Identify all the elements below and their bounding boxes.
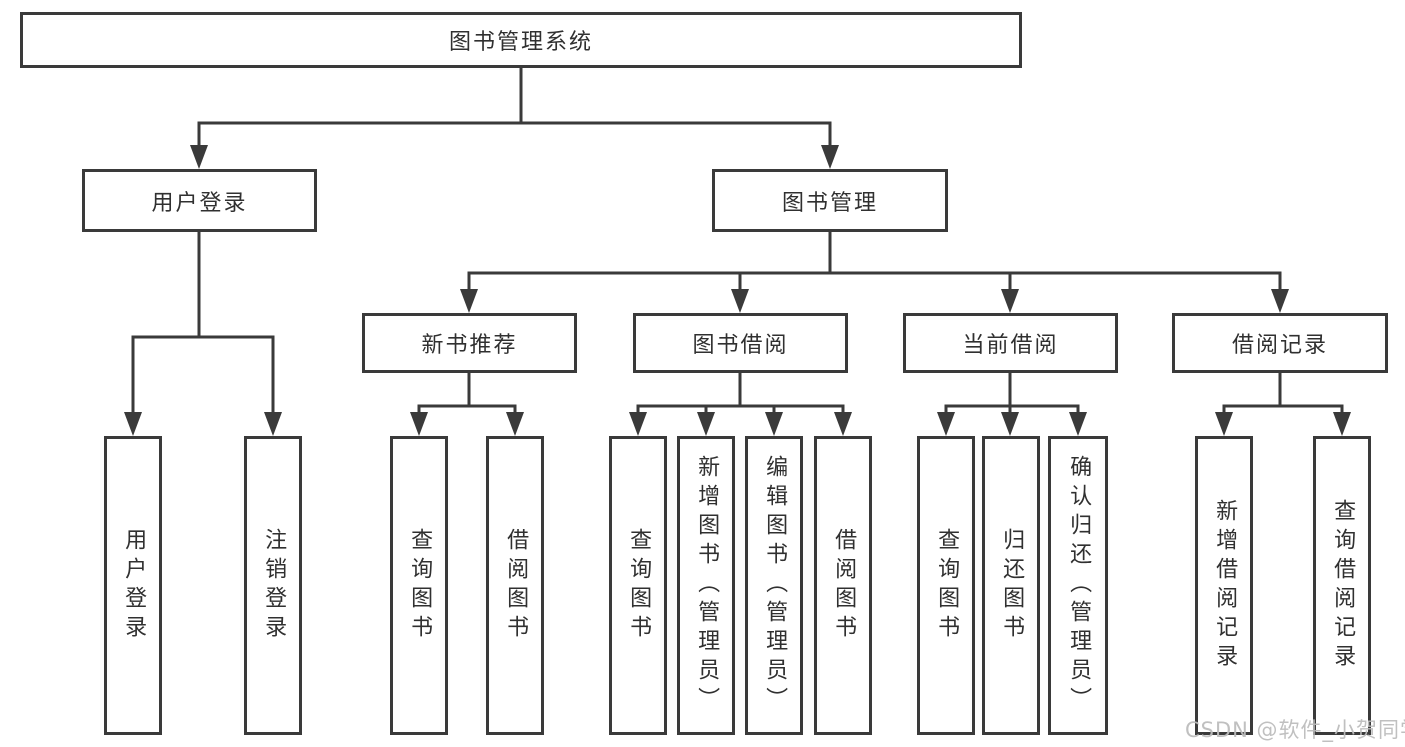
leaf-return-books-label: 归还图书 [999,527,1025,644]
node-borrow-records: 借阅记录 [1172,313,1388,373]
leaf-query-borrow-record: 查询借阅记录 [1313,436,1371,735]
node-current-borrow-label: 当前借阅 [962,333,1059,358]
leaf-user-login-label: 用户登录 [121,527,147,644]
connector-borrow-records-to-leaves [1215,373,1351,436]
leaf-add-borrow-record-label: 新增借阅记录 [1212,498,1238,673]
leaf-add-book-admin: 新增图书（管理员） [677,436,735,735]
leaf-borrow-books-recommend-label: 借阅图书 [503,527,529,644]
node-current-borrow: 当前借阅 [903,313,1118,373]
leaf-logout: 注销登录 [244,436,302,735]
node-book-borrow-label: 图书借阅 [692,333,789,358]
node-new-book-recommend: 新书推荐 [362,313,577,373]
leaf-borrow-books-2-label: 借阅图书 [831,527,857,644]
leaf-query-books-borrow: 查询图书 [609,436,667,735]
node-new-book-recommend-label: 新书推荐 [421,333,518,358]
leaf-return-books: 归还图书 [982,436,1040,735]
node-user-login-label: 用户登录 [151,190,248,216]
leaf-borrow-books-2: 借阅图书 [814,436,872,735]
leaf-query-books-current-label: 查询图书 [934,527,960,644]
connector-book-borrow-to-leaves [629,373,852,436]
leaf-add-borrow-record: 新增借阅记录 [1195,436,1253,735]
leaf-query-books-current: 查询图书 [917,436,975,735]
node-book-management-label: 图书管理 [781,190,878,216]
leaf-borrow-books-recommend: 借阅图书 [486,436,544,735]
connector-book-management-to-level2 [460,232,1289,313]
node-borrow-records-label: 借阅记录 [1231,333,1328,358]
leaf-confirm-return-admin-label: 确认归还（管理员） [1066,455,1092,716]
leaf-query-books-recommend-label: 查询图书 [407,527,433,644]
connector-new-book-recommend-to-leaves [410,373,524,436]
connector-current-borrow-to-leaves [937,373,1087,436]
leaf-query-borrow-record-label: 查询借阅记录 [1330,498,1356,673]
leaf-query-books-borrow-label: 查询图书 [626,527,652,644]
leaf-query-books-recommend: 查询图书 [390,436,448,735]
leaf-edit-book-admin: 编辑图书（管理员） [745,436,803,735]
leaf-edit-book-admin-label: 编辑图书（管理员） [762,455,788,716]
leaf-confirm-return-admin: 确认归还（管理员） [1048,436,1108,735]
connector-root-to-level1 [190,68,839,169]
leaf-add-book-admin-label: 新增图书（管理员） [694,455,720,716]
leaf-user-login: 用户登录 [104,436,162,735]
node-book-borrow: 图书借阅 [633,313,848,373]
node-root-label: 图书管理系统 [448,30,593,55]
connector-user-login-to-leaves [124,232,282,436]
leaf-logout-label: 注销登录 [261,527,287,644]
node-book-management: 图书管理 [712,169,948,232]
csdn-watermark: CSDN @软件_小贺同学 [1185,718,1405,742]
node-user-login: 用户登录 [82,169,317,232]
node-root: 图书管理系统 [20,12,1022,68]
